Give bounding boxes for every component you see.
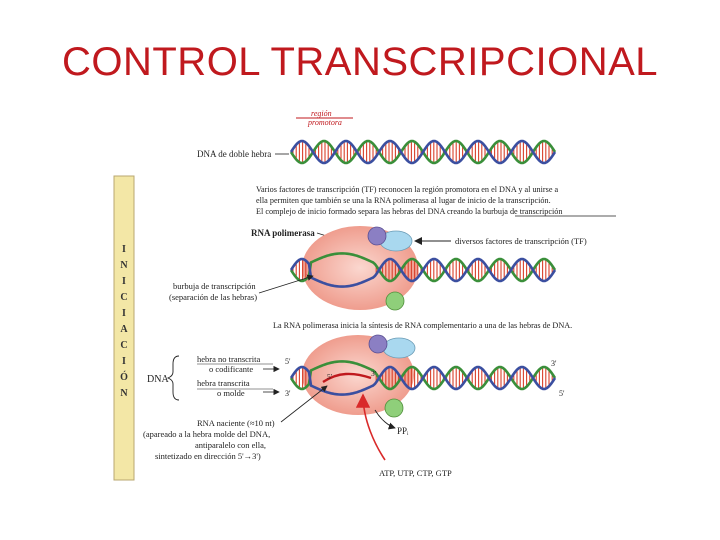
dna-helix-1 — [289, 139, 557, 165]
region-promotora-label-1: región — [311, 110, 332, 118]
tf-green-2 — [384, 398, 404, 418]
three-prime-bottom: 3' — [285, 389, 291, 398]
iniciacion-letter: I — [122, 356, 126, 367]
diversos-factores-label: diversos factores de transcripción (TF) — [455, 236, 587, 246]
dna-helix-3 — [289, 360, 557, 396]
dna-strand-blue — [289, 365, 557, 396]
five-prime-top: 5' — [285, 357, 291, 366]
iniciacion-letter: C — [120, 292, 127, 303]
dna-helix-2 — [289, 252, 557, 288]
dna-brace — [166, 355, 180, 401]
iniciacion-letter: A — [120, 324, 128, 335]
rna-polimerasa-label: RNA polimerasa — [251, 228, 315, 238]
dna-doble-hebra-label: DNA de doble hebra — [197, 149, 271, 159]
tf-purple-1 — [367, 226, 387, 246]
burbuja-label-2: (separación de las hebras) — [169, 292, 257, 302]
ppi-label: PPᵢ — [397, 426, 409, 436]
rna-naciente-pointer — [280, 385, 328, 423]
five-prime-right-bottom: 5' — [559, 389, 565, 398]
rna-naciente-line-1: RNA naciente (≈10 nt) — [197, 418, 275, 428]
hebra-transcrita-1: hebra transcrita — [197, 378, 250, 388]
iniciacion-letter: C — [120, 340, 127, 351]
hebra-transcrita-2: o molde — [217, 388, 245, 398]
burbuja-pointer — [258, 274, 314, 294]
tf-text-line-2: ella permiten que también se una la RNA … — [256, 196, 551, 205]
iniciacion-sidebar — [113, 175, 135, 481]
inicia-sintesis-text: La RNA polimerasa inicia la síntesis de … — [273, 321, 572, 330]
ppi-arrow — [374, 409, 396, 430]
three-prime-rna: 3' — [371, 369, 377, 378]
iniciacion-letter: I — [122, 308, 126, 319]
slide-title: CONTROL TRANSCRIPCIONAL — [61, 40, 659, 84]
rna-naciente-line-4: sintetizado en dirección 5'→3') — [155, 451, 261, 461]
ntp-red-arrow — [355, 393, 386, 461]
rna-naciente-line-3: antiparalelo con ella, — [195, 440, 266, 450]
dna-label: DNA — [147, 374, 169, 385]
dna-strand-blue — [289, 139, 557, 165]
hebra-no-transcrita-1: hebra no transcrita — [197, 354, 260, 364]
iniciacion-letter: Ó — [120, 371, 128, 383]
iniciacion-letter: I — [122, 276, 126, 287]
tf-purple-2 — [368, 334, 388, 354]
tf-text-line-1: Varios factores de transcripción (TF) re… — [256, 185, 559, 194]
ntps-label: ATP, UTP, CTP, GTP — [379, 468, 452, 478]
tf-green-1 — [385, 291, 405, 311]
five-prime-rna: 5' — [327, 372, 333, 381]
hebra-no-transcrita-2: o codificante — [209, 364, 253, 374]
nascent-rna-strand — [322, 372, 372, 384]
dna-strand-blue — [289, 257, 557, 288]
region-promotora-label-2: promotora — [307, 118, 342, 127]
iniciacion-letter: N — [120, 388, 128, 399]
iniciacion-letter: N — [120, 260, 128, 271]
three-prime-right-top: 3' — [551, 359, 557, 368]
rna-naciente-line-2: (apareado a la hebra molde del DNA, — [143, 429, 270, 439]
tf-text-line-3: El complejo de inicio formado separa las… — [256, 207, 562, 216]
tf-blue-2 — [382, 337, 416, 359]
burbuja-label-1: burbuja de transcripción — [173, 281, 256, 291]
iniciacion-letter: I — [122, 244, 126, 255]
